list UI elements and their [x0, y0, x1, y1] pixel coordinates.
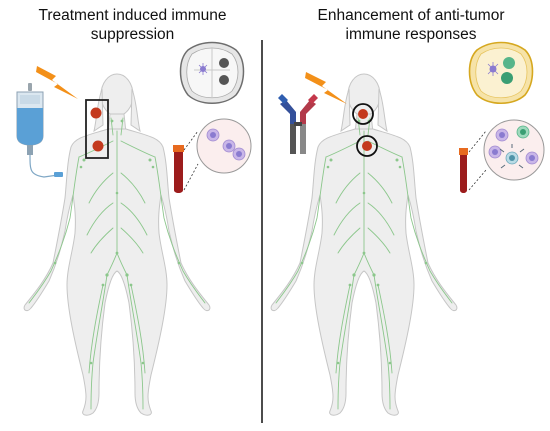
- lymph-node-icon-right: [468, 41, 534, 105]
- tumor-circle-lower: [356, 135, 378, 157]
- left-panel-title: Treatment induced immune suppression: [0, 6, 265, 44]
- lymph-node-icon: [179, 41, 245, 104]
- radiation-bolt-icon: [36, 66, 78, 99]
- tumor-left-lower: [92, 140, 104, 152]
- blood-tube-icon: [173, 130, 199, 193]
- tumor-highlight-box: [85, 99, 109, 159]
- blood-tube-icon-right: [459, 130, 487, 193]
- right-title-line1: Enhancement of anti-tumor: [317, 7, 505, 24]
- left-title-line1: Treatment induced immune: [38, 7, 227, 24]
- tumor-right-lower: [362, 141, 372, 151]
- left-title-line2: suppression: [90, 26, 175, 43]
- tumor-circle-upper: [352, 103, 374, 125]
- tumor-left-upper: [90, 107, 102, 119]
- tumor-right-upper: [358, 109, 368, 119]
- immune-cell-icon: [483, 119, 545, 181]
- iv-bag-icon: [16, 83, 63, 178]
- antibody-icon: [278, 94, 318, 154]
- blood-cells-magnified-left: [196, 118, 252, 174]
- right-title-line2: immune responses: [345, 26, 477, 43]
- left-body: [23, 73, 211, 416]
- radiation-bolt-icon-right: [305, 72, 347, 104]
- right-panel-title: Enhancement of anti-tumor immune respons…: [272, 6, 550, 44]
